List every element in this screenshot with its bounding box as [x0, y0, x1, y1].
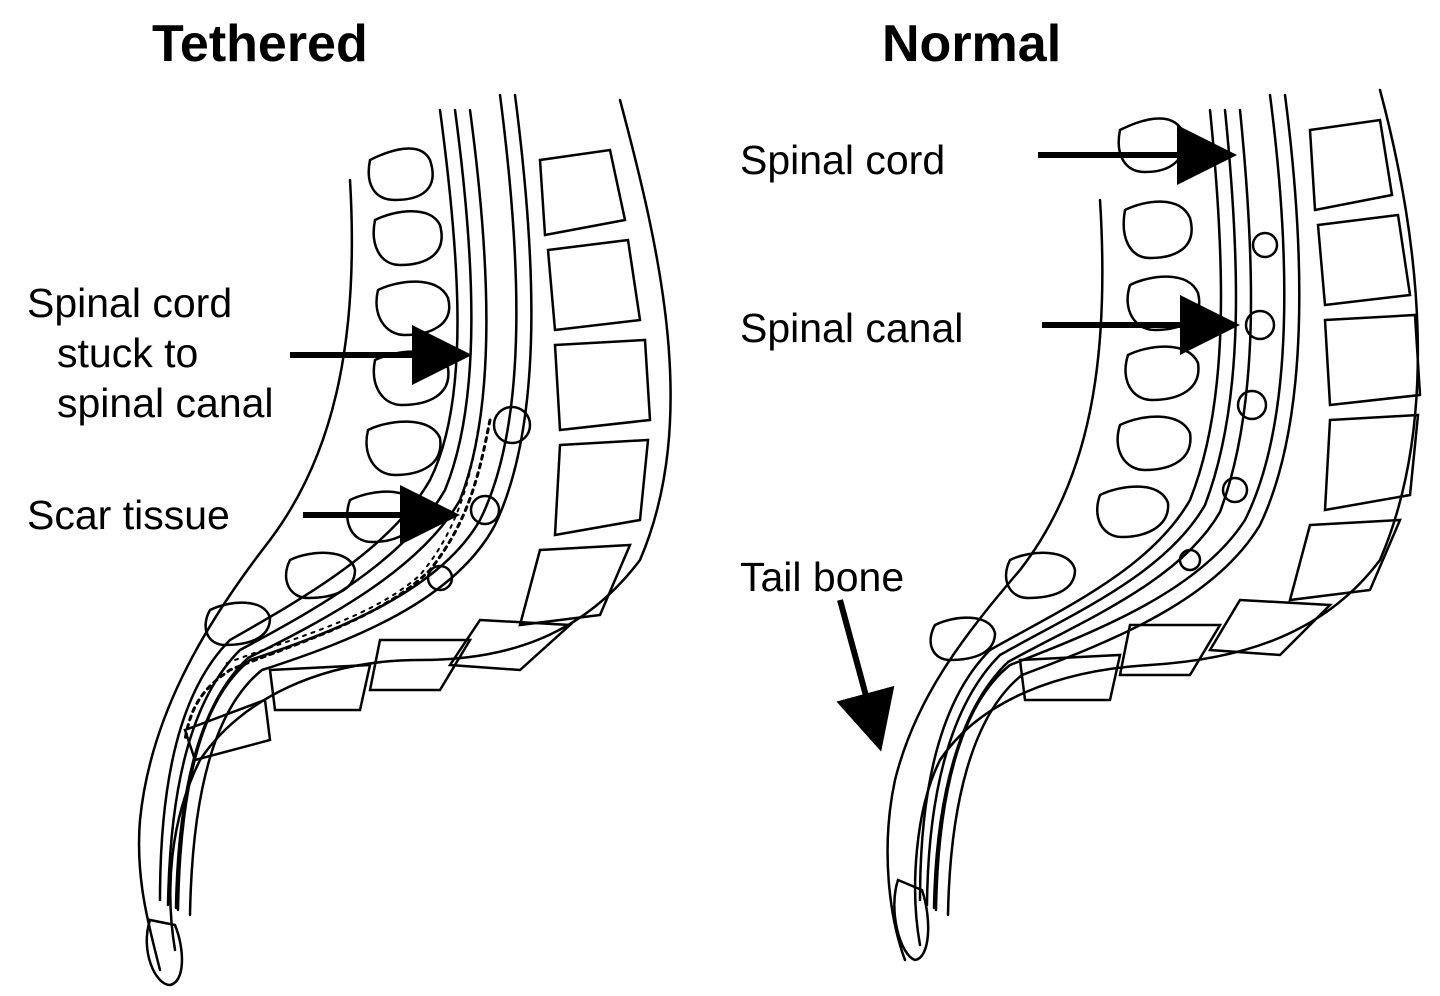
- vertebral-process: [1117, 117, 1185, 174]
- cyst: [492, 405, 532, 445]
- vertebra: [1118, 623, 1223, 677]
- vertebral-process: [372, 350, 450, 407]
- vertebra: [1316, 213, 1412, 307]
- vertebra: [538, 148, 627, 237]
- vertebral-process: [1095, 485, 1170, 539]
- vertebra: [368, 638, 473, 692]
- vertebral-process: [1122, 200, 1193, 260]
- coccyx: [145, 918, 184, 987]
- vertebra: [447, 618, 574, 672]
- spine-outline-back: [886, 198, 1104, 962]
- vertebra: [1323, 413, 1420, 512]
- label-spinal-canal: Spinal canal: [740, 305, 964, 351]
- vertebral-process: [1004, 551, 1077, 600]
- label-cord-stuck: Spinal cord stuck to spinal canal: [27, 278, 274, 428]
- label-cord-stuck-line-2: stuck to: [57, 330, 199, 376]
- vertebra: [553, 438, 650, 537]
- vertebral-process: [372, 210, 443, 267]
- spinal-canal-wall: [918, 108, 1223, 902]
- spinal-canal-wall: [188, 93, 533, 917]
- label-tail-bone: Tail bone: [740, 554, 905, 600]
- vertebra: [1308, 118, 1394, 212]
- vertebral-process: [1116, 415, 1192, 472]
- vertebral-process: [1124, 345, 1200, 402]
- nerve-root: [1178, 548, 1202, 572]
- vertebral-process: [365, 420, 442, 477]
- spinal-cord: [166, 108, 473, 907]
- normal-spine-illustration: [836, 88, 1422, 962]
- normal-title: Normal: [882, 15, 1062, 73]
- vertebra: [1018, 653, 1122, 702]
- tethered-spine-illustration: [137, 93, 672, 987]
- nerve-root: [1244, 309, 1276, 341]
- scar-tissue: [221, 429, 479, 666]
- spinal-canal-wall: [946, 93, 1301, 917]
- vertebral-process: [367, 147, 434, 202]
- vertebra: [183, 698, 272, 762]
- vertebra: [1288, 518, 1402, 602]
- vertebra: [268, 663, 372, 712]
- vertebra: [546, 238, 642, 332]
- nerve-root: [1236, 389, 1268, 421]
- cyst: [469, 494, 501, 526]
- coccyx: [893, 878, 930, 962]
- nerve-root: [1251, 231, 1279, 259]
- vertebral-process: [375, 280, 451, 337]
- nerve-root: [1221, 476, 1249, 504]
- tethered-title: Tethered: [152, 15, 368, 73]
- spine-outline-back: [137, 178, 354, 972]
- cyst: [426, 564, 454, 592]
- label-cord-stuck-line-3: spinal canal: [57, 380, 274, 426]
- vertebral-process: [929, 616, 997, 662]
- vertebra: [518, 543, 632, 627]
- vertebra: [1207, 598, 1333, 657]
- label-scar-tissue: Scar tissue: [27, 492, 230, 538]
- scar-tissue: [183, 418, 492, 742]
- vertebral-process: [204, 601, 272, 647]
- vertebra: [553, 338, 652, 432]
- vertebral-process: [1126, 275, 1201, 332]
- arrow-tail-bone: [836, 599, 895, 752]
- spinal-cord: [174, 108, 488, 910]
- normal-panel: Normal Spinal cord Spinal canal Tail bon…: [720, 0, 1440, 996]
- label-spinal-cord: Spinal cord: [740, 137, 946, 183]
- vertebral-process: [284, 551, 357, 600]
- spinal-cord: [932, 108, 1253, 910]
- spinal-canal-wall: [158, 108, 459, 902]
- tethered-panel: Tethered Spinal cord stuck to spinal can…: [27, 15, 672, 987]
- vertebra: [1323, 313, 1422, 407]
- label-cord-stuck-line-1: Spinal cord: [27, 280, 233, 326]
- spinal-cord: [925, 108, 1238, 907]
